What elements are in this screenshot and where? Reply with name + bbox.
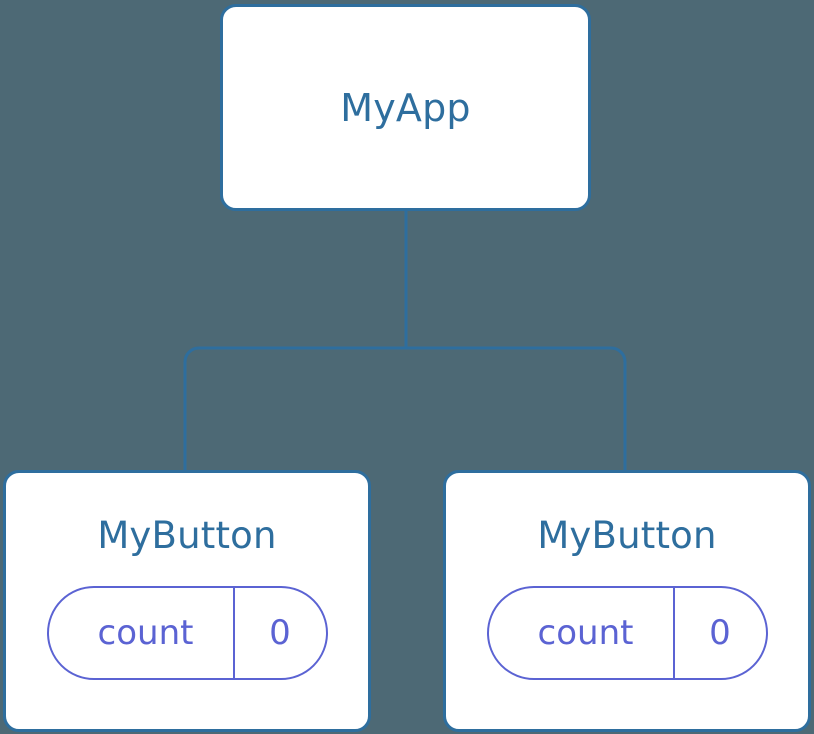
- prop-value: 0: [269, 613, 291, 653]
- tree-node-myapp[interactable]: MyApp: [220, 4, 591, 211]
- edge-to-child-left: [183, 346, 406, 470]
- prop-divider: [232, 588, 235, 678]
- tree-node-mybutton-1[interactable]: MyButton count 0: [3, 470, 371, 732]
- prop-divider: [672, 588, 675, 678]
- prop-pill-count[interactable]: count 0: [486, 586, 768, 680]
- tree-node-mybutton-2[interactable]: MyButton count 0: [443, 470, 811, 732]
- node-title: MyButton: [537, 514, 717, 557]
- prop-pill-count[interactable]: count 0: [46, 586, 328, 680]
- prop-key: count: [97, 613, 194, 653]
- prop-value: 0: [709, 613, 731, 653]
- edge-to-child-right: [406, 346, 627, 470]
- node-title: MyButton: [97, 514, 277, 557]
- prop-key: count: [537, 613, 634, 653]
- node-title: MyApp: [340, 85, 471, 130]
